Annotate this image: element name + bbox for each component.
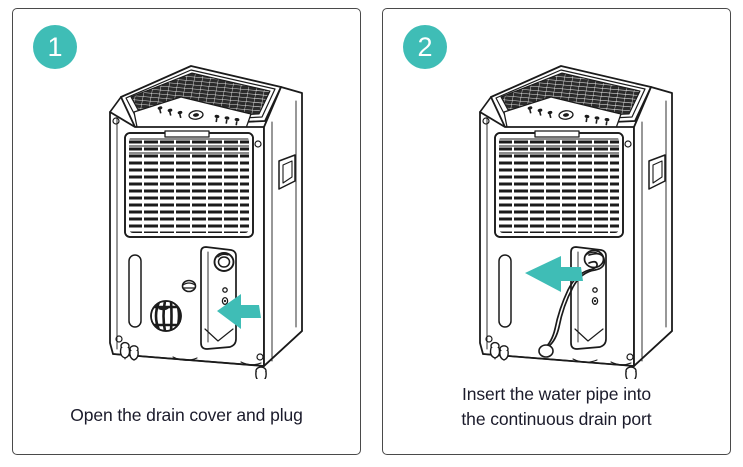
caption-line: the continuous drain port <box>461 409 652 429</box>
step-number-badge-1: 1 <box>33 25 77 69</box>
side-vent-slot-1 <box>128 254 142 328</box>
drain-cover-2 <box>570 246 607 350</box>
dehumidifier-illustration-2 <box>479 65 673 379</box>
rubber-plug-1 <box>150 300 182 332</box>
step-number-badge-2: 2 <box>403 25 447 69</box>
dehumidifier-illustration-1 <box>109 65 303 379</box>
indicator-holes-2 <box>591 287 599 306</box>
front-grille-1 <box>124 130 254 238</box>
base-and-casters-2 <box>482 330 673 379</box>
caption-line: Open the drain cover and plug <box>70 405 303 425</box>
front-grille-2 <box>494 130 624 238</box>
direction-arrow-1 <box>217 294 261 329</box>
direction-arrow-2 <box>525 256 583 292</box>
step-caption-1: Open the drain cover and plug <box>21 403 352 428</box>
side-handle-2 <box>648 154 666 190</box>
screw-heads-2 <box>482 117 634 361</box>
step-caption-2: Insert the water pipe into the continuou… <box>391 382 722 432</box>
side-handle-1 <box>278 154 296 190</box>
control-panel-strip-1 <box>133 96 252 132</box>
control-panel-strip-2 <box>503 96 622 132</box>
drain-cover-1 <box>200 246 237 350</box>
drain-cap-1 <box>181 279 197 293</box>
indicator-holes-1 <box>221 287 229 306</box>
caption-line: Insert the water pipe into <box>461 384 652 404</box>
step-panel-1: 1 <box>12 8 361 455</box>
continuous-drain-port-1 <box>213 252 235 272</box>
base-and-casters-1 <box>112 330 303 379</box>
step-panel-2: 2 <box>382 8 731 455</box>
side-vent-slot-2 <box>498 254 512 328</box>
screw-heads-1 <box>112 117 264 361</box>
